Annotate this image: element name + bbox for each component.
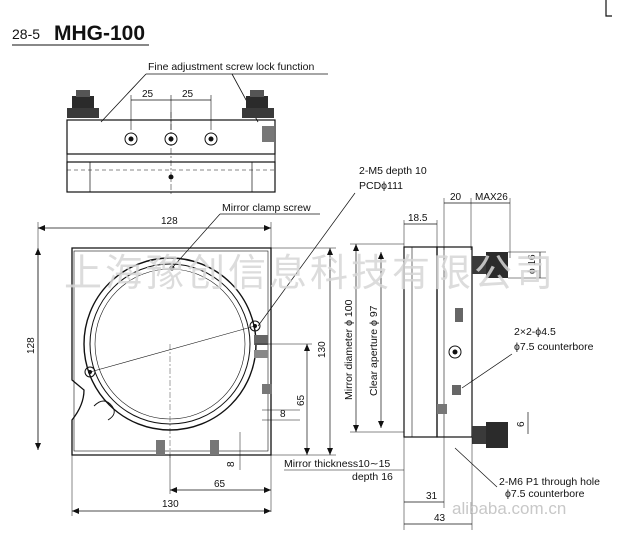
mirror-diameter: Mirror diameter ϕ 100 [343, 299, 355, 400]
clear-aperture: Clear aperture ϕ 97 [368, 305, 380, 396]
corner-bracket-icon [605, 0, 612, 17]
front-width-128: 128 [161, 216, 178, 227]
front-view: 128 128 Mirror clamp screw 2-M5 depth 10… [26, 165, 427, 516]
mirror-thickness: Mirror thickness10∼15 [284, 458, 390, 470]
side-dim-20: 20 [450, 192, 462, 203]
front-height-65: 65 [296, 394, 307, 406]
width-dim-130: 130 [162, 499, 179, 510]
front-height-128: 128 [26, 337, 37, 354]
counterbore-spec: ϕ7.5 counterbore [514, 341, 594, 353]
spacing-right-dim: 25 [182, 89, 194, 100]
spacing-left-dim: 25 [142, 89, 154, 100]
side-knob-bottom [472, 422, 508, 448]
title-model: MHG-100 [54, 22, 145, 45]
knob-diameter: ϕ 16 [527, 254, 538, 274]
top-view: Fine adjustment screw lock function 25 2… [66, 61, 328, 196]
m6-counterbore: ϕ7.5 counterbore [505, 488, 585, 500]
m5-label: 2-M5 depth 10 [359, 165, 427, 177]
fine-adjust-label: Fine adjustment screw lock function [148, 61, 314, 73]
side-dim-6: 6 [516, 421, 527, 427]
side-knob-top [472, 252, 508, 278]
side-view: 20 MAX26 18.5 ϕ 16 M [284, 192, 600, 530]
side-dim-18-5: 18.5 [408, 213, 428, 224]
screw-hole-2 [164, 132, 178, 146]
mirror-clamp-label: Mirror clamp screw [222, 202, 311, 214]
side-dim-31: 31 [426, 491, 438, 502]
site-watermark: alibaba.com.cn [452, 499, 566, 518]
side-dim-max26: MAX26 [475, 192, 508, 203]
width-dim-65: 65 [214, 479, 226, 490]
adjustment-knob-left [67, 90, 99, 118]
front-height-130: 130 [317, 341, 328, 358]
pcd-label: PCDϕ111 [359, 180, 403, 192]
thickness-depth: depth 16 [352, 471, 393, 483]
m6-hole-label: 2-M6 P1 through hole [499, 476, 600, 488]
screw-hole-1 [124, 132, 138, 146]
bottom-dim-8: 8 [226, 461, 237, 467]
page-title: 28-5 MHG-100 [12, 22, 149, 46]
side-dim-8: 8 [280, 409, 286, 420]
side-dim-43: 43 [434, 513, 446, 524]
screw-hole-3 [204, 132, 218, 146]
title-code: 28-5 [12, 26, 40, 42]
counterbore-dim: 2×2-ϕ4.5 [514, 326, 556, 338]
company-watermark: 上海豫创信息科技有限公司 [64, 251, 556, 295]
adjustment-knob-right [242, 90, 274, 118]
